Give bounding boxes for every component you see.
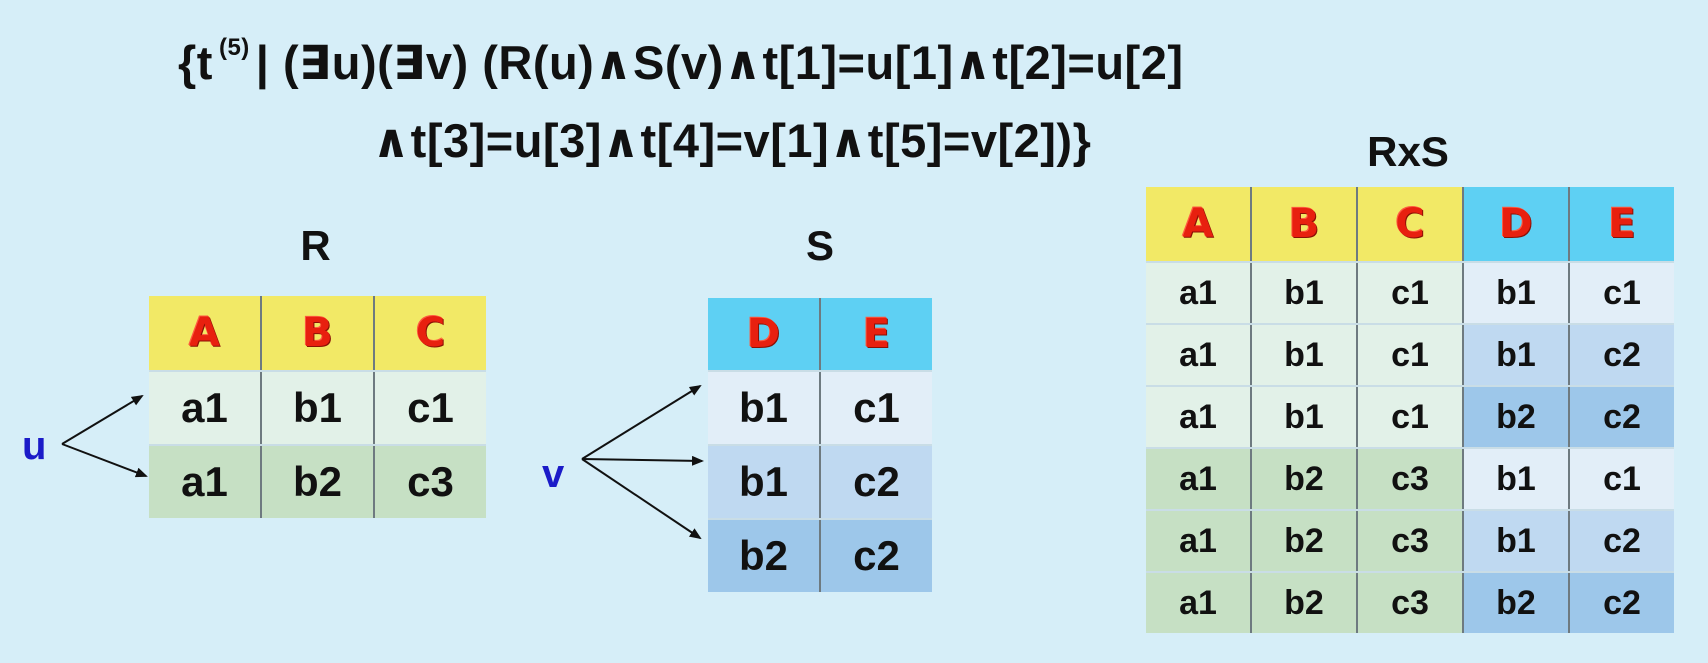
table-cell: a1 — [149, 445, 262, 518]
table-row: a1 b1 c1 b1 c2 — [1146, 324, 1674, 387]
table-row: b1 c2 — [708, 445, 932, 520]
table-cell: b2 — [1251, 572, 1358, 633]
table-cell: b1 — [261, 371, 375, 446]
header-cell: E — [1569, 187, 1674, 263]
table-cell: b1 — [1463, 324, 1570, 387]
formula-line-1-text: | (∃u)(∃v) (R(u)∧S(v)∧t[1]=u[1]∧t[2]=u[2… — [255, 36, 1184, 89]
table-cell: b2 — [1251, 448, 1358, 511]
table-cell: c2 — [1569, 572, 1674, 633]
table-cell: c2 — [820, 445, 932, 520]
table-cell: b2 — [708, 519, 821, 592]
table-cell: a1 — [1146, 572, 1252, 633]
table-cell: c1 — [374, 371, 486, 446]
arrow-v-to-row-2 — [581, 455, 704, 466]
table-cell: b2 — [1463, 386, 1570, 449]
header-cell: C — [374, 296, 486, 372]
table-cell: c1 — [1569, 448, 1674, 511]
table-cell: c2 — [1569, 510, 1674, 573]
table-rxs: A B C D E a1 b1 c1 b1 c1 a1 b1 c1 b1 c2 … — [1146, 187, 1674, 633]
table-cell: b2 — [261, 445, 375, 518]
table-cell: c1 — [1357, 262, 1464, 325]
table-cell: c1 — [1569, 262, 1674, 325]
table-row: b1 c1 — [708, 371, 932, 446]
arrow-v-to-row-1 — [581, 384, 702, 460]
table-cell: b1 — [708, 445, 821, 520]
table-title-r: R — [300, 222, 331, 269]
table-title-rxs: RxS — [1367, 128, 1449, 175]
table-cell: c2 — [1569, 324, 1674, 387]
table-cell: b1 — [1463, 510, 1570, 573]
header-cell: D — [1463, 187, 1570, 263]
table-title-s: S — [805, 222, 834, 269]
table-cell: b1 — [1251, 262, 1358, 325]
table-cell: b1 — [1463, 448, 1570, 511]
variable-v: v — [542, 452, 565, 496]
table-cell: a1 — [1146, 448, 1252, 511]
table-row: a1 b1 c1 b2 c2 — [1146, 386, 1674, 449]
table-row: a1 b2 c3 — [149, 445, 486, 518]
table-cell: c2 — [1569, 386, 1674, 449]
header-cell: C — [1357, 187, 1464, 263]
table-cell: b1 — [1463, 262, 1570, 325]
table-row: a1 b2 c3 b1 c1 — [1146, 448, 1674, 511]
header-cell: B — [1251, 187, 1358, 263]
table-cell: c3 — [1357, 510, 1464, 573]
formula-line-2: ∧t[3]=u[3]∧t[4]=v[1]∧t[5]=v[2])} — [372, 114, 1092, 167]
header-cell: B — [261, 296, 375, 372]
header-cell: D — [708, 298, 821, 372]
variable-u: u — [22, 424, 47, 468]
table-cell: b2 — [1251, 510, 1358, 573]
table-row: a1 b2 c3 b2 c2 — [1146, 572, 1674, 633]
table-header-row: D E — [708, 298, 932, 372]
table-cell: c1 — [820, 371, 932, 446]
table-cell: c3 — [374, 445, 486, 518]
formula-prefix: {t — [178, 36, 213, 89]
table-cell: b1 — [1251, 386, 1358, 449]
table-cell: a1 — [1146, 386, 1252, 449]
table-header-row: A B C — [149, 296, 486, 372]
header-cell: E — [820, 298, 932, 372]
arrow-u-to-row-1 — [61, 394, 144, 445]
table-cell: c3 — [1357, 572, 1464, 633]
table-cell: a1 — [1146, 324, 1252, 387]
arrow-v-to-row-3 — [581, 458, 702, 540]
table-cell: c1 — [1357, 324, 1464, 387]
header-cell: A — [1146, 187, 1252, 263]
formula-line-1: {t(5)| (∃u)(∃v) (R(u)∧S(v)∧t[1]=u[1]∧t[2… — [178, 34, 1184, 91]
table-cell: c2 — [820, 519, 932, 592]
table-s: D E b1 c1 b1 c2 b2 c2 — [708, 298, 932, 592]
table-row: a1 b1 c1 b1 c1 — [1146, 262, 1674, 325]
table-cell: b2 — [1463, 572, 1570, 633]
table-row: b2 c2 — [708, 519, 932, 592]
table-r: A B C a1 b1 c1 a1 b2 c3 — [149, 296, 486, 518]
table-header-row: A B C D E — [1146, 187, 1674, 263]
table-cell: a1 — [1146, 262, 1252, 325]
table-cell: c3 — [1357, 448, 1464, 511]
header-cell: A — [149, 296, 262, 372]
table-cell: b1 — [1251, 324, 1358, 387]
arrow-u-to-row-2 — [61, 443, 148, 478]
table-cell: a1 — [149, 371, 262, 446]
formula-superscript: (5) — [218, 34, 250, 61]
table-row: a1 b2 c3 b1 c2 — [1146, 510, 1674, 573]
table-cell: a1 — [1146, 510, 1252, 573]
table-cell: b1 — [708, 371, 821, 446]
table-cell: c1 — [1357, 386, 1464, 449]
table-row: a1 b1 c1 — [149, 371, 486, 446]
